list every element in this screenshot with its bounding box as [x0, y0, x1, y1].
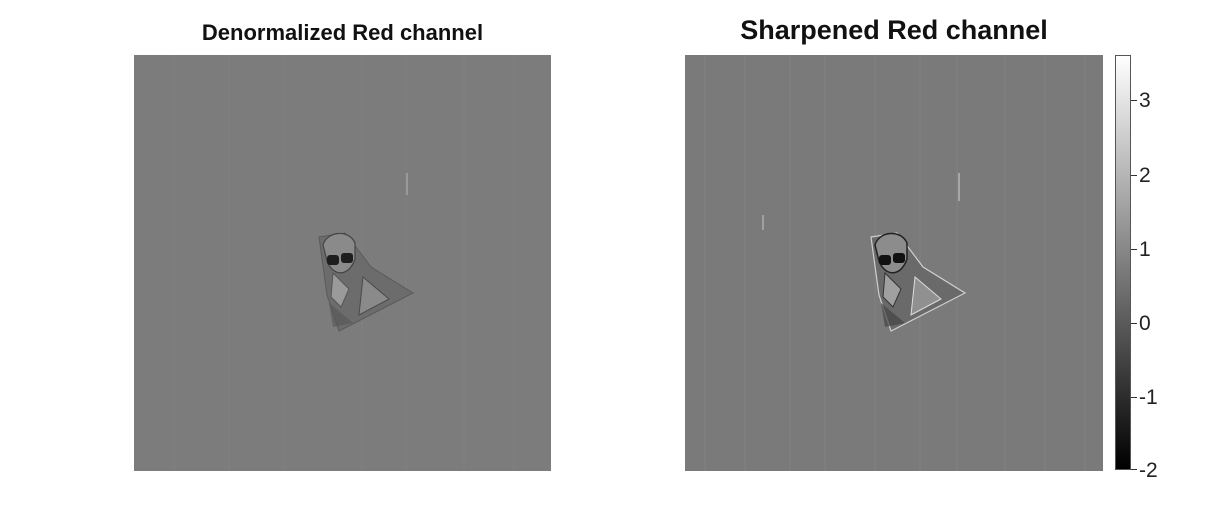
colorbar-tick [1131, 249, 1137, 250]
left-image-title: Denormalized Red channel [201, 20, 484, 45]
colorbar-tick-label: 0 [1139, 312, 1151, 335]
colorbar-tick [1131, 397, 1137, 398]
right-image-title: Sharpened Red channel [740, 15, 1048, 45]
colorbar-tick [1131, 469, 1137, 470]
sharpened-red-channel-image [685, 55, 1103, 471]
colorbar-tick-label: -1 [1139, 386, 1158, 409]
right-image-graphic [704, 55, 1086, 471]
colorbar-tick-label: 1 [1139, 238, 1151, 261]
colorbar-tick [1131, 100, 1137, 101]
colorbar-tick [1131, 175, 1137, 176]
colorbar-tick-label: 3 [1139, 89, 1151, 112]
colorbar-tick-label: -2 [1139, 459, 1158, 482]
left-image-graphic [173, 55, 515, 471]
denormalized-red-channel-image [134, 55, 551, 471]
colorbar-tick-label: 2 [1139, 164, 1151, 187]
colorbar-tick [1131, 323, 1137, 324]
colorbar [1115, 55, 1131, 470]
